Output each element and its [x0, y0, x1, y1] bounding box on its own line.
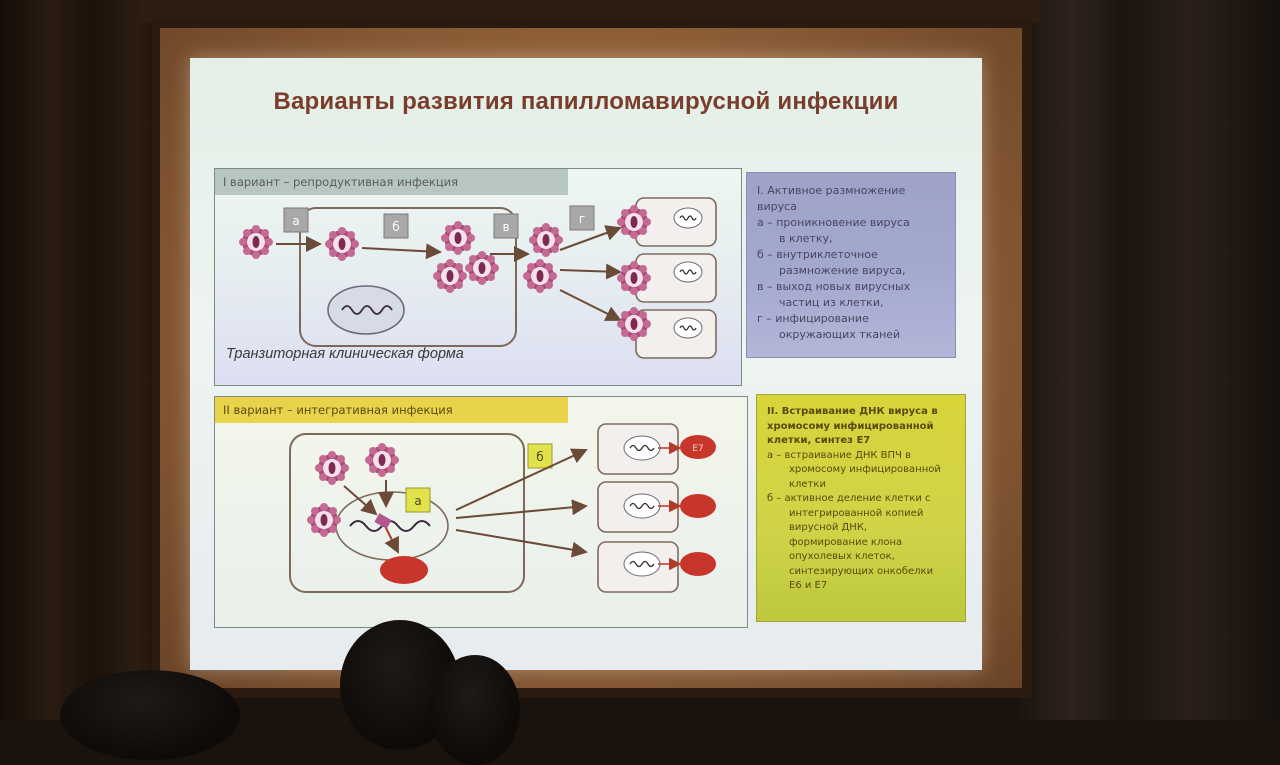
right-curtain [1020, 0, 1280, 720]
info-panel-active-replication: I. Активное размножение вируса а – прони… [746, 172, 956, 358]
presentation-slide: Варианты развития папилломавирусной инфе… [190, 58, 982, 670]
step-label-g: г [579, 212, 585, 226]
info-2-line: вирусной ДНК, [789, 522, 868, 533]
slide-title: Варианты развития папилломавирусной инфе… [273, 88, 899, 115]
info-1-line: вируса [757, 200, 797, 213]
clinical-form-caption: Транзиторная клиническая форма [226, 346, 464, 362]
cell-nucleus-2 [335, 491, 449, 561]
audience-head [430, 655, 520, 765]
info-panel-dna-integration: II. Встраивание ДНК вируса в хромосому и… [756, 394, 966, 622]
host-cell-1 [299, 207, 517, 347]
info-2-line: хромосому инфицированной [789, 464, 941, 475]
audience-head [60, 670, 240, 760]
info-2-line: клетки [789, 478, 826, 490]
info-1-line: в – выход новых вирусных [757, 280, 911, 293]
info-1-line: окружающих тканей [779, 328, 901, 341]
info-2-line: II. Встраивание ДНК вируса в [767, 406, 938, 417]
step-label-v: в [502, 220, 509, 234]
info-2-line: формирование клона [789, 536, 903, 548]
step-label-b: б [392, 220, 399, 234]
host-cell-2 [289, 433, 525, 593]
info-2-line: синтезирующих онкобелки [789, 565, 934, 577]
info-2-line: опухолевых клеток, [789, 551, 895, 562]
step-box-2a [405, 487, 431, 513]
info-1-line: размножение вируса, [779, 264, 906, 277]
info-1-line: в клетку, [779, 232, 833, 245]
info-2-line: Е6 и Е7 [789, 580, 828, 591]
top-valance [140, 0, 1040, 22]
info-1-line: б – внутриклеточное [757, 248, 878, 261]
step-box-2b [527, 443, 553, 469]
step-label-2b: б [536, 450, 543, 464]
step-label-2a: а [414, 494, 421, 508]
info-1-line: а – проникновение вируса [757, 216, 910, 229]
info-2-line: б – активное деление клетки с [767, 493, 931, 504]
protein-label-1: Е7 [692, 444, 703, 454]
cell-nucleus-1 [327, 285, 405, 335]
step-label-a: а [292, 214, 299, 228]
info-2-line: хромосому инфицированной [767, 420, 934, 432]
step-box-b [383, 213, 409, 239]
panel-2-header: II вариант – интегративная инфекция [215, 397, 568, 423]
left-curtain [0, 0, 170, 720]
info-2-line: а – встраивание ДНК ВПЧ в [767, 449, 911, 461]
info-1-line: г – инфицирование [757, 312, 869, 325]
info-2-line: интегрированной копией [789, 507, 924, 519]
step-box-v [493, 213, 519, 239]
step-box-g [569, 205, 595, 231]
step-box-a [283, 207, 309, 233]
info-2-line: клетки, синтез Е7 [767, 435, 871, 446]
infection-diagram: а б в г [239, 197, 717, 593]
info-1-line: I. Активное размножение [757, 184, 906, 197]
panel-1-header: I вариант – репродуктивная инфекция [215, 169, 568, 195]
info-1-line: частиц из клетки, [779, 296, 884, 309]
